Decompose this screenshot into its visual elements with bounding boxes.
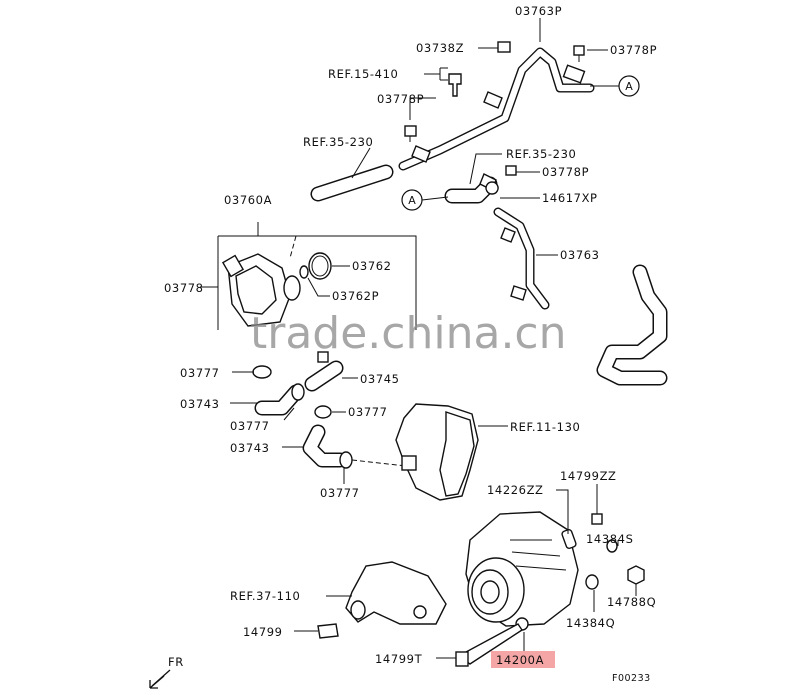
callout-a-top: A: [590, 75, 640, 97]
label-14788Q: 14788Q: [607, 595, 656, 609]
hose-ref35-230-left: [310, 164, 394, 202]
alternator-14200A: [465, 511, 579, 631]
label-03738Z: 03738Z: [416, 41, 464, 55]
bolt-03738Z: [497, 41, 511, 53]
bracket-03760A: [217, 222, 417, 330]
labels: 03763P 03738Z 03778P REF.15-410 03778P R…: [164, 4, 657, 668]
housing-ref11-130: [395, 403, 479, 501]
bolt-14799ZZ: [591, 484, 603, 525]
label-14226ZZ: 14226ZZ: [487, 483, 544, 497]
oring-03762P: [299, 265, 309, 279]
label-03760A: 03760A: [224, 193, 272, 207]
label-03743-b: 03743: [230, 441, 270, 455]
label-03777-a: 03777: [180, 366, 220, 380]
label-03778P-mid: 03778P: [377, 92, 424, 106]
clamp-03777-b: [291, 383, 305, 401]
bolt-14799: [317, 623, 339, 639]
clip-14617XP: [485, 181, 499, 195]
label-14200A: 14200A: [496, 653, 544, 667]
water-outlet-03760A: [221, 235, 301, 327]
bolt-03778P-right: [505, 165, 517, 176]
callout-a-left: A: [401, 189, 449, 211]
label-ref15-410: REF.15-410: [328, 67, 398, 81]
front-direction-indicator: FR: [149, 655, 184, 689]
label-ref35-230-left: REF.35-230: [303, 135, 373, 149]
bolt-03778P-mid: [404, 125, 417, 142]
bracket-ref37-110: [345, 561, 447, 625]
label-03743-a: 03743: [180, 397, 220, 411]
label-03778P-top: 03778P: [610, 43, 657, 57]
label-14617XP: 14617XP: [542, 191, 598, 205]
leader-lines: [200, 18, 637, 659]
fr-arrow-icon: [149, 669, 171, 689]
label-14799T: 14799T: [375, 652, 423, 666]
watermark: trade.china.cn: [250, 308, 567, 359]
label-03778P-right: 03778P: [542, 165, 589, 179]
figure-code: F00233: [612, 673, 651, 684]
label-03762P: 03762P: [332, 289, 379, 303]
hose-03743-lower: [302, 424, 348, 468]
label-ref11-130: REF.11-130: [510, 420, 580, 434]
label-14384S: 14384S: [586, 532, 633, 546]
gasket-03762: [308, 252, 332, 280]
callout-letter: A: [408, 194, 416, 207]
fr-label: FR: [168, 655, 184, 669]
label-03778: 03778: [164, 281, 204, 295]
clamp-03777-c: [314, 405, 332, 419]
label-14799: 14799: [243, 625, 283, 639]
label-ref37-110: REF.37-110: [230, 589, 300, 603]
clamp-03777-a: [252, 365, 272, 379]
label-03763: 03763: [560, 248, 600, 262]
label-14384Q: 14384Q: [566, 616, 615, 630]
label-03777-d: 03777: [320, 486, 360, 500]
callout-letter: A: [625, 80, 633, 93]
label-03763P: 03763P: [515, 4, 562, 18]
pipe-03763P: [398, 47, 595, 171]
hose-03743-upper: [254, 384, 304, 416]
label-03777-c: 03777: [348, 405, 388, 419]
clamp-03777-d: [339, 451, 353, 469]
highlight-14200A: [491, 651, 555, 668]
hose-03745: [304, 351, 344, 392]
label-03777-b: 03777: [230, 419, 270, 433]
washer-14384S: [606, 539, 618, 553]
hose-right-edge: [596, 264, 668, 386]
label-03762: 03762: [352, 259, 392, 273]
bolt-14799T: [455, 623, 523, 667]
clip-ref15-410: [448, 73, 462, 97]
washer-14384Q: [585, 574, 599, 590]
label-14799ZZ: 14799ZZ: [560, 469, 617, 483]
nut-14788Q: [627, 565, 645, 585]
pipe-03763: [444, 173, 550, 310]
label-ref35-230-right: REF.35-230: [506, 147, 576, 161]
label-03745: 03745: [360, 372, 400, 386]
dash-to-housing: [351, 459, 407, 467]
bolt-03778P-top: [573, 45, 585, 62]
